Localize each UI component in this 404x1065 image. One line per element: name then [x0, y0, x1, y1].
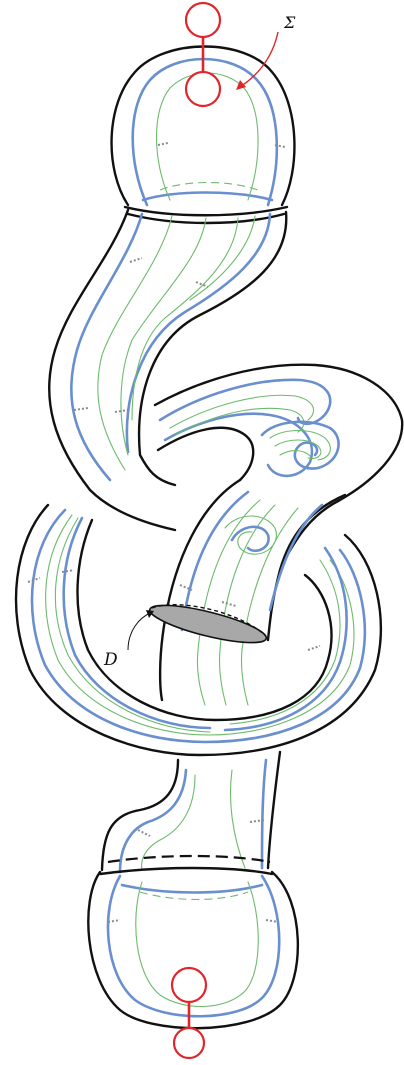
- upper-flap-blue-1: [160, 380, 330, 424]
- bottom-sphere-dots-left: [108, 920, 120, 922]
- upper-tube-left-outline: [49, 210, 175, 530]
- middle-tube-green-1: [197, 500, 260, 705]
- lower-loop-dots-3: [308, 646, 320, 650]
- top-sphere-green-ring: [160, 183, 258, 191]
- bottom-sphere-neck-dashed: [108, 856, 270, 862]
- lower-tube-blue-right: [262, 760, 266, 868]
- top-red-handle: [186, 3, 220, 106]
- bottom-sphere-neck-solid: [100, 868, 272, 874]
- upper-tube-dots-1: [130, 258, 142, 262]
- middle-tube: [160, 480, 345, 705]
- bottom-sphere-blue-ring: [122, 885, 262, 893]
- middle-tube-right-outline: [268, 495, 345, 640]
- upper-tube-right-outline: [139, 212, 286, 485]
- sigma-label: Σ: [283, 13, 296, 32]
- lower-tube-right-outline: [268, 752, 280, 868]
- top-sphere-dots-left: [158, 143, 168, 145]
- middle-tube-left-outline: [160, 480, 240, 700]
- lower-tube-green-2: [231, 770, 245, 868]
- upper-tube-green-1: [98, 216, 172, 470]
- sigma-annotation: Σ: [236, 13, 296, 90]
- lower-tube-dots-1: [138, 830, 150, 836]
- top-red-circle-upper: [186, 3, 220, 37]
- middle-tube-blue-right: [270, 505, 322, 610]
- upper-tube-dots-3: [74, 408, 88, 410]
- top-red-circle-lower: [186, 72, 220, 106]
- disk-d: D: [103, 598, 269, 670]
- lower-tube: [102, 752, 280, 872]
- disk-arrow: [128, 612, 152, 650]
- bottom-sphere-outline: [88, 872, 298, 1028]
- disk-label: D: [103, 650, 118, 670]
- bottom-sphere-dots-right: [266, 920, 278, 922]
- lower-tube-left-outline: [102, 760, 178, 870]
- lower-loop-dots-2: [62, 570, 74, 572]
- upper-tube-blue-right: [127, 214, 270, 452]
- upper-tube-green-2: [121, 218, 206, 455]
- top-sphere-blue-ring: [143, 193, 272, 201]
- bottom-red-handle: [172, 968, 206, 1058]
- bottom-red-circle-lower: [174, 1028, 204, 1058]
- middle-tube-dots-2: [222, 602, 236, 606]
- bottom-red-circle-upper: [172, 968, 206, 1002]
